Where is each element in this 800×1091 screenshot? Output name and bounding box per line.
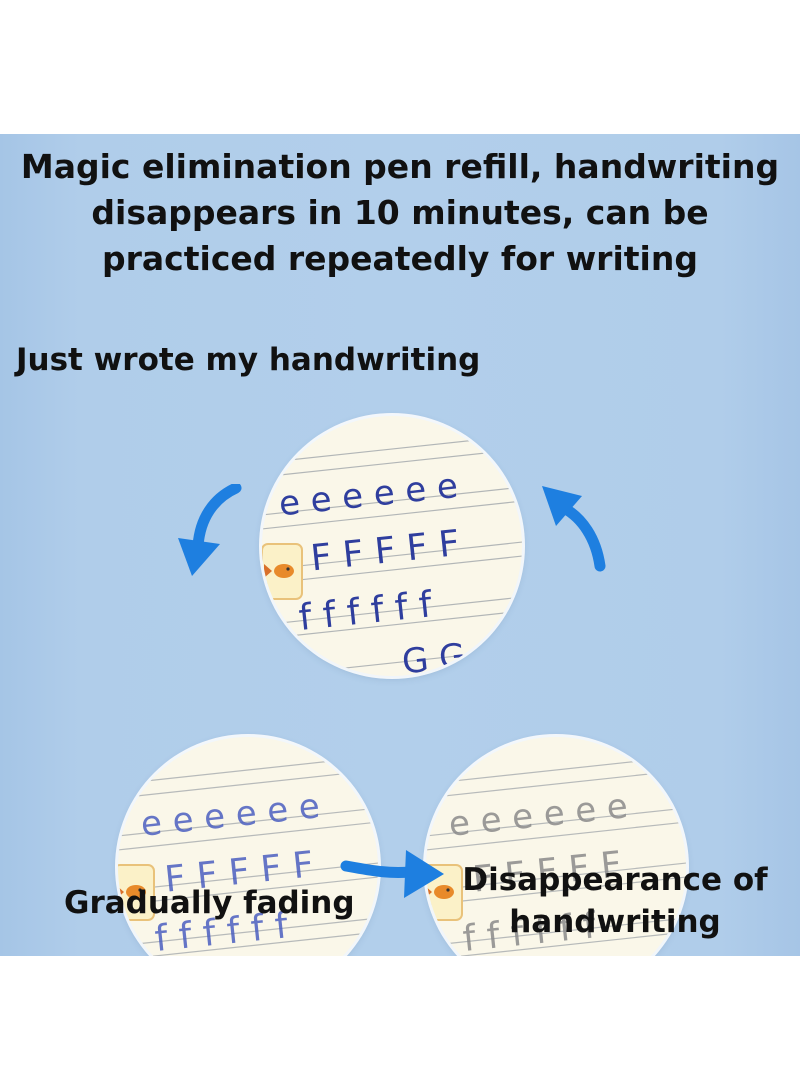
infographic-panel: Magic elimination pen refill, handwritin… [0, 134, 800, 956]
curved-arrow-icon [178, 484, 242, 576]
label-just-wrote: Just wrote my handwriting [16, 342, 481, 378]
fish-sticker-icon [118, 885, 146, 899]
row-e: e e e e e e [447, 786, 630, 845]
circle-fresh-writing: e e e e e e F F F F F f f f f f f G G [262, 416, 522, 676]
circle-fading-writing: e e e e e e F F F F F f f f f f f G G [118, 737, 378, 956]
row-e: e e e e e e [277, 466, 460, 525]
headline: Magic elimination pen refill, handwritin… [20, 147, 780, 278]
curved-arrow-icon [340, 850, 444, 898]
label-disappearance: Disappearance of handwriting [462, 862, 768, 940]
row-F: F F F F F [309, 523, 462, 579]
fish-sticker-icon [264, 564, 294, 578]
label-gradually-fading: Gradually fading [64, 885, 355, 921]
circle-faded-writing: e e e e e e F F F F F f f f f f f G G [426, 737, 686, 956]
curved-arrow-icon [542, 486, 606, 572]
row-e: e e e e e e [139, 786, 322, 845]
row-f: f f f f f f [297, 584, 435, 639]
row-G: G G [400, 636, 467, 676]
